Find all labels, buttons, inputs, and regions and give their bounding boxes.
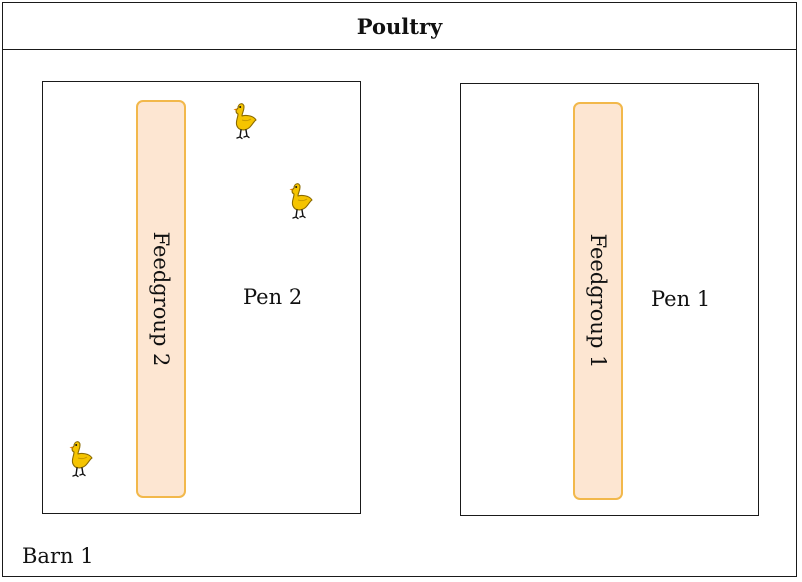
- pen-1-label: Pen 1: [651, 287, 711, 311]
- feedgroup-1: Feedgroup 1: [573, 102, 623, 500]
- barn-container: Poultry: [2, 2, 797, 577]
- pen-2: [42, 81, 361, 514]
- pen-2-label: Pen 2: [243, 285, 303, 309]
- chicken-icon: [233, 103, 257, 140]
- chicken-icon: [69, 441, 93, 478]
- feedgroup-2: Feedgroup 2: [136, 100, 186, 498]
- feedgroup-1-label: Feedgroup 1: [586, 233, 610, 369]
- barn-label: Barn 1: [22, 544, 94, 568]
- chicken-icon: [289, 183, 313, 220]
- feedgroup-2-label: Feedgroup 2: [149, 231, 173, 367]
- diagram-title: Poultry: [3, 3, 796, 50]
